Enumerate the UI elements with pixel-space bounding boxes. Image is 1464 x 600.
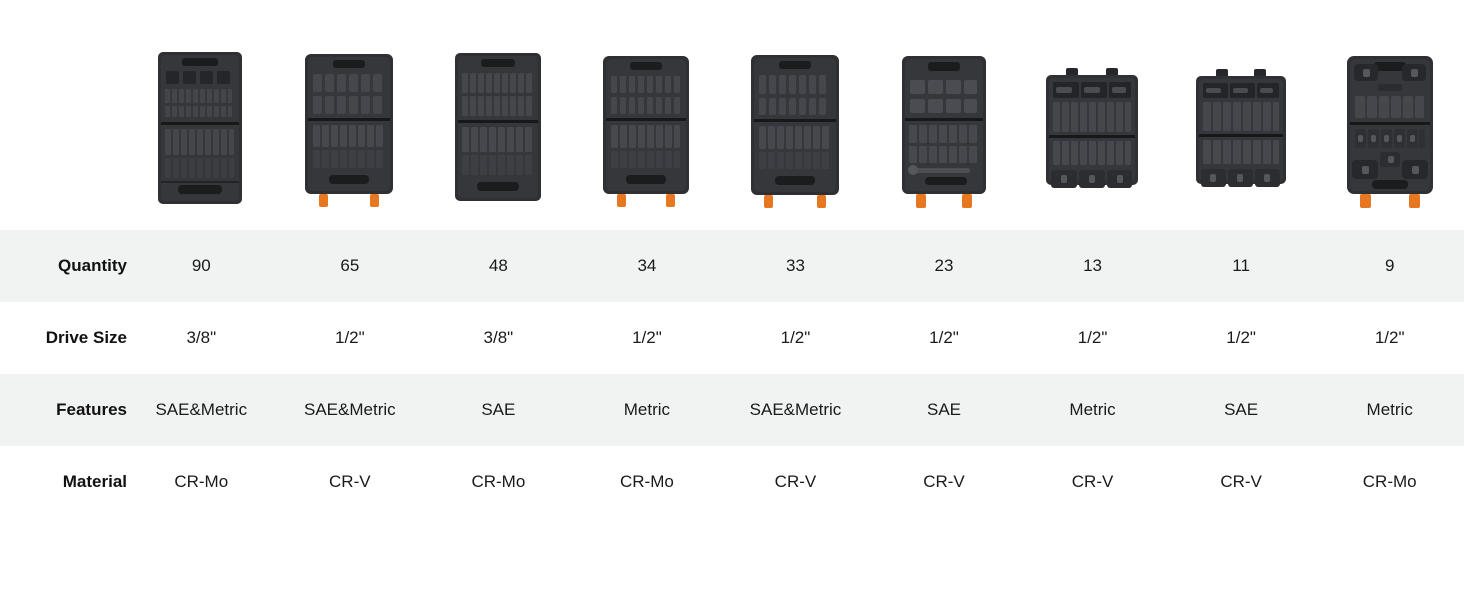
product-image-cell[interactable]: [1315, 0, 1464, 230]
row-label-drive-size: Drive Size: [45, 328, 127, 347]
specification-table: Quantity 90 65 48 34 33 23 13 11 9 Drive…: [0, 230, 1464, 518]
case-clip-icon: [1254, 69, 1267, 77]
socket-set-13-piece-image: [1046, 68, 1139, 188]
cell-quantity-9: 9: [1384, 256, 1395, 275]
product-image-cell[interactable]: [126, 0, 275, 230]
cell-features-5: SAE&Metric: [749, 400, 842, 419]
case-latch-icon: [915, 194, 926, 208]
cell-material-1: CR-Mo: [174, 472, 229, 491]
case-clip-icon: [1066, 68, 1079, 76]
product-image-cell[interactable]: [1018, 0, 1167, 230]
cell-material-2: CR-V: [329, 472, 371, 491]
cell-material-9: CR-Mo: [1362, 472, 1417, 491]
socket-set-48-piece-image: [454, 53, 541, 201]
cell-features-1: SAE&Metric: [155, 400, 248, 419]
cell-material-5: CR-V: [774, 472, 817, 491]
case-clip-icon: [1216, 69, 1229, 77]
cell-quantity-4: 34: [637, 256, 657, 275]
cell-quantity-2: 65: [340, 256, 360, 275]
socket-set-33-piece-image: [751, 55, 840, 208]
cell-drive-size-2: 1/2": [334, 328, 365, 347]
socket-set-65-piece-image: [305, 54, 393, 207]
case-latch-icon: [370, 194, 379, 207]
cell-material-7: CR-V: [1071, 472, 1114, 491]
product-image-cell[interactable]: [869, 0, 1018, 230]
cell-quantity-5: 33: [786, 256, 805, 275]
cell-drive-size-5: 1/2": [780, 328, 811, 347]
socket-set-34-piece-image: [603, 56, 690, 207]
case-latch-icon: [817, 195, 827, 208]
cell-features-9: Metric: [1366, 400, 1413, 419]
case-latch-icon: [764, 195, 774, 208]
table-row: Quantity 90 65 48 34 33 23 13 11 9: [0, 230, 1464, 302]
cell-drive-size-9: 1/2": [1374, 328, 1405, 347]
case-latch-icon: [319, 194, 328, 207]
cell-quantity-6: 23: [934, 256, 954, 275]
cell-drive-size-7: 1/2": [1077, 328, 1108, 347]
socket-set-11-piece-image: [1196, 69, 1287, 187]
table-row: Drive Size 3/8" 1/2" 3/8" 1/2" 1/2" 1/2"…: [0, 302, 1464, 374]
footer-whitespace: [0, 518, 1464, 599]
case-clip-icon: [1106, 68, 1119, 76]
product-image-cell[interactable]: [721, 0, 870, 230]
case-latch-icon: [617, 194, 627, 207]
cell-features-2: SAE&Metric: [304, 400, 396, 419]
cell-quantity-3: 48: [488, 256, 508, 275]
cell-drive-size-3: 3/8": [483, 328, 514, 347]
cell-material-8: CR-V: [1220, 472, 1262, 491]
socket-set-9-piece-image: [1346, 56, 1433, 208]
table-row: Features SAE&Metric SAE&Metric SAE Metri…: [0, 374, 1464, 446]
product-image-cell[interactable]: [275, 0, 424, 230]
cell-features-6: SAE: [926, 400, 962, 419]
product-image-cell[interactable]: [572, 0, 721, 230]
cell-features-4: Metric: [623, 400, 671, 419]
socket-set-23-piece-image: [901, 56, 986, 208]
case-latch-icon: [666, 194, 676, 207]
specification-table-body: Quantity 90 65 48 34 33 23 13 11 9 Drive…: [0, 230, 1464, 518]
row-label-features: Features: [56, 400, 127, 419]
cell-features-8: SAE: [1224, 400, 1259, 419]
cell-quantity-1: 90: [191, 256, 211, 275]
case-latch-icon: [1408, 194, 1420, 208]
cell-features-3: SAE: [481, 400, 516, 419]
product-image-cell[interactable]: [423, 0, 572, 230]
socket-set-90-piece-image: [158, 52, 243, 204]
cell-quantity-8: 11: [1232, 256, 1250, 275]
cell-material-3: CR-Mo: [471, 472, 526, 491]
table-row: Material CR-Mo CR-V CR-Mo CR-Mo CR-V CR-…: [0, 446, 1464, 518]
cell-drive-size-4: 1/2": [632, 328, 662, 347]
cell-material-4: CR-Mo: [619, 472, 674, 491]
case-latch-icon: [961, 194, 972, 208]
row-label-material: Material: [62, 472, 127, 491]
cell-drive-size-8: 1/2": [1226, 328, 1256, 347]
case-latch-icon: [1359, 194, 1371, 208]
cell-quantity-7: 13: [1083, 256, 1103, 275]
cell-material-6: CR-V: [923, 472, 965, 491]
cell-drive-size-6: 1/2": [929, 328, 959, 347]
cell-features-7: Metric: [1069, 400, 1116, 419]
cell-drive-size-1: 3/8": [186, 328, 217, 347]
product-image-cell[interactable]: [1167, 0, 1316, 230]
product-image-strip: [0, 0, 1464, 230]
row-label-quantity: Quantity: [58, 256, 127, 275]
